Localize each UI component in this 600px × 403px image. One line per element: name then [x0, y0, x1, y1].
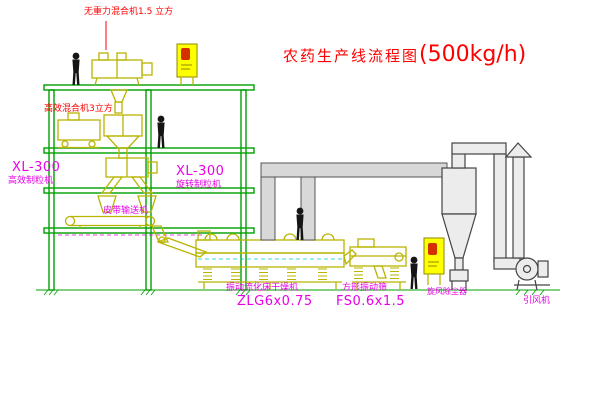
y-chute-left [100, 176, 124, 194]
ground-hatch [43, 289, 545, 296]
label-left-unit-model: XL-300 [12, 160, 61, 175]
label-fan: 引风机 [523, 296, 551, 306]
control-cabinet-1 [176, 43, 198, 85]
floor2-mixer [103, 114, 143, 159]
person-on-dryer [296, 207, 304, 240]
discharge-hoppers [97, 195, 157, 213]
belt-conveyor [64, 215, 156, 228]
person-floor2 [157, 115, 165, 148]
cabinet-indicator-icon [181, 48, 190, 60]
label-sieve-name: 方形振动筛 [342, 283, 388, 293]
floor2-granulator-left [57, 112, 101, 149]
title-capacity: (500kg/h) [419, 42, 527, 67]
label-left-unit-name: 高效制粒机 [8, 176, 54, 186]
rotary-granulator [100, 157, 158, 194]
label-top-mixer: 无重力混合机1.5 立方 [84, 7, 174, 17]
label-sieve-model: FS0.6x1.5 [336, 294, 406, 309]
screw-feeder [151, 225, 208, 258]
label-mid-unit-model: XL-300 [176, 164, 225, 179]
label-belt-conveyor: 皮带输送机 [103, 206, 149, 216]
cabinet-indicator-icon [428, 243, 437, 255]
label-floor2-mixer: 高效混合机3立方 [44, 104, 113, 114]
y-chute-right [130, 176, 154, 194]
cyclone-separator [441, 142, 521, 290]
roof-mixer [91, 52, 153, 114]
label-cyclone: 旋风除尘器 [427, 287, 467, 296]
exhaust-ducts [260, 162, 448, 241]
label-dryer-model: ZLG6x0.75 [237, 294, 313, 309]
rain-cap [504, 142, 533, 158]
person-on-roof [72, 52, 80, 85]
label-dryer-name: 振动流化床干燥机 [226, 283, 299, 293]
vibrating-sieve [349, 238, 407, 290]
fluidbed-dryer [195, 230, 357, 289]
page-title: 农药生产线流程图(500kg/h) [283, 42, 526, 67]
exhaust-stack [504, 142, 533, 259]
control-cabinet-2 [423, 237, 445, 285]
label-mid-unit-name: 旋转制粒机 [176, 180, 222, 190]
induced-draft-fan [514, 257, 550, 291]
person-ground [410, 256, 418, 289]
title-text: 农药生产线流程图 [283, 47, 420, 65]
